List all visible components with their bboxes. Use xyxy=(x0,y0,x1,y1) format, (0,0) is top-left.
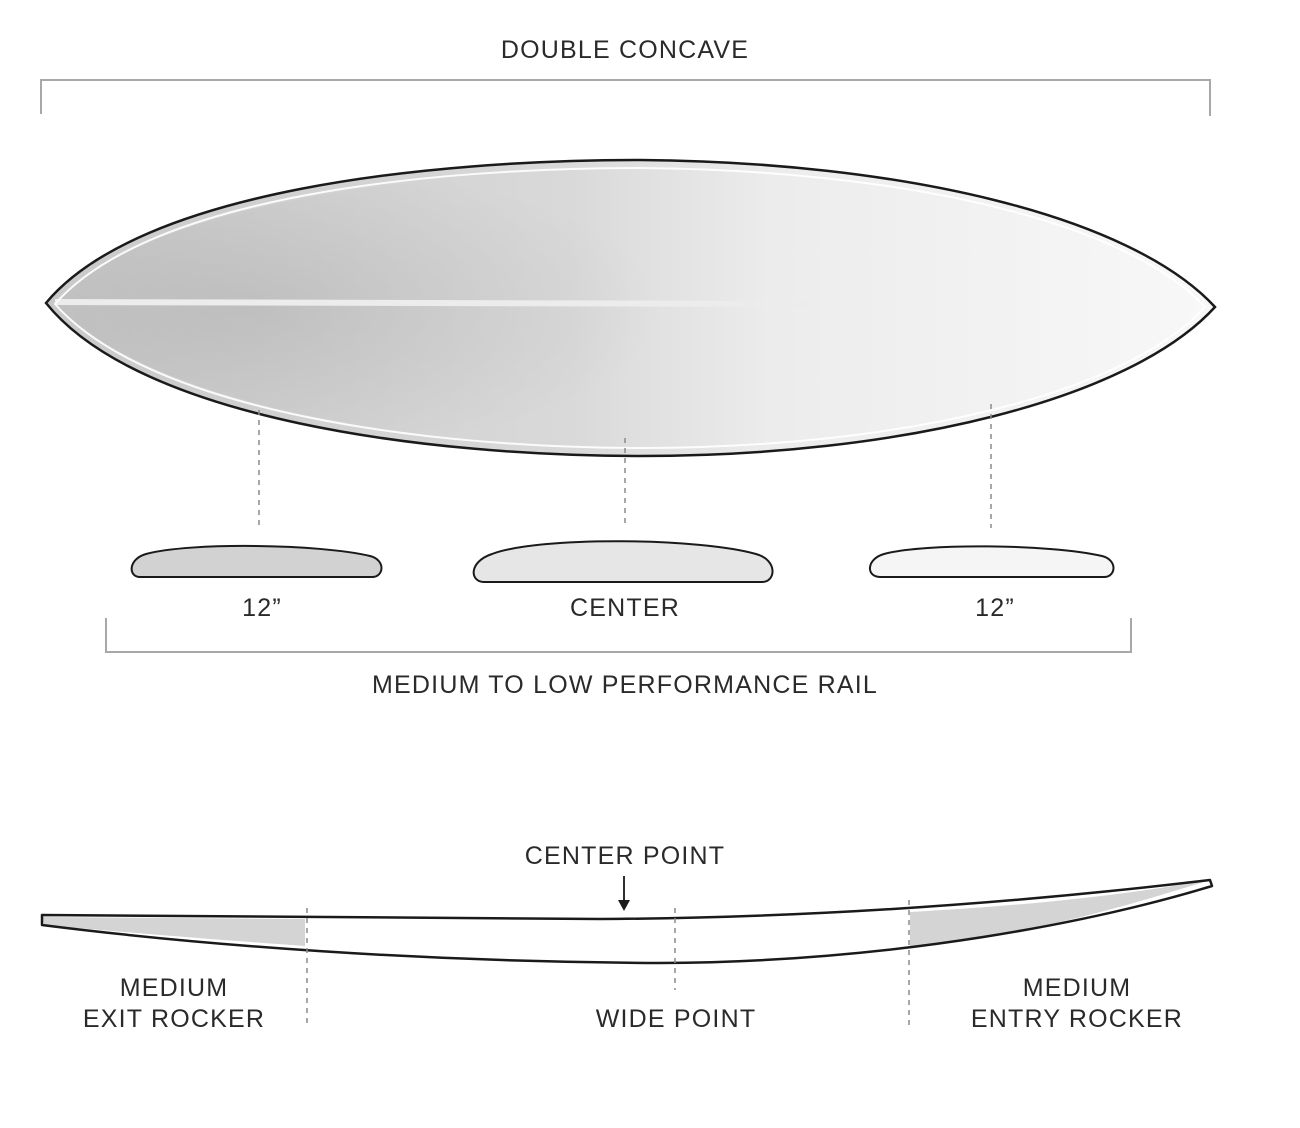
entry-rocker-label-line2: ENTRY ROCKER xyxy=(971,1005,1183,1033)
center-point-label: CENTER POINT xyxy=(525,842,726,870)
rail-bracket xyxy=(105,618,1132,653)
double-concave-title: DOUBLE CONCAVE xyxy=(501,36,749,64)
rail-section-right xyxy=(869,545,1115,578)
exit-rocker-label-line2: EXIT ROCKER xyxy=(83,1005,265,1033)
rail-bracket-title: MEDIUM TO LOW PERFORMANCE RAIL xyxy=(372,671,878,699)
rail-section-left xyxy=(130,544,383,578)
rail-label-right: 12” xyxy=(975,594,1015,622)
entry-rocker-shade xyxy=(910,880,1210,948)
rail-label-center: CENTER xyxy=(570,594,680,622)
rail-section-center xyxy=(472,540,774,583)
exit-rocker-label-line1: MEDIUM xyxy=(120,974,229,1002)
wide-point-label: WIDE POINT xyxy=(596,1005,757,1033)
exit-rocker-shade xyxy=(42,917,305,946)
stringer-line xyxy=(54,299,811,307)
entry-rocker-label-line1: MEDIUM xyxy=(1023,974,1132,1002)
rail-label-left: 12” xyxy=(242,594,282,622)
surfboard-side-profile xyxy=(40,878,1214,965)
surfboard-top-outline xyxy=(44,158,1217,458)
center-point-arrow-icon xyxy=(618,900,630,911)
double-concave-bracket xyxy=(40,79,1211,116)
